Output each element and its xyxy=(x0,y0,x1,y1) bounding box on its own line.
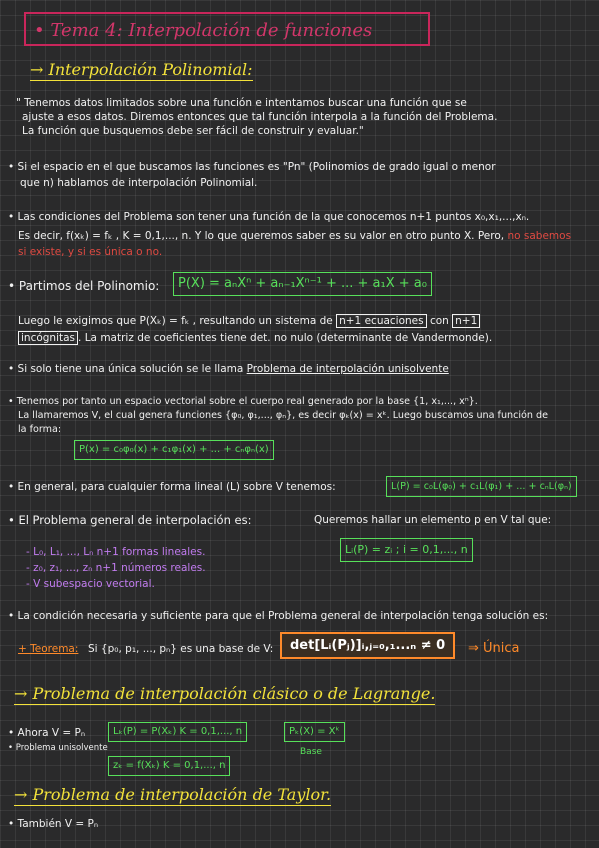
base-line-2: La llamaremos V, el cual genera funcione… xyxy=(18,410,549,421)
teorema-text: Si {p₀, p₁, ..., pₙ} es una base de V: xyxy=(88,643,274,655)
bullet-espacio-line-2: que n) hablamos de interpolación Polinom… xyxy=(20,177,258,189)
lagrange-base-box: Pₖ(X) = Xᵏ xyxy=(284,722,345,742)
section-heading-lagrange-text: → Problema de interpolación clásico o de… xyxy=(14,684,436,705)
base-line-1: • Tenemos por tanto un espacio vectorial… xyxy=(8,396,478,407)
polinomio-formula-box: P(X) = aₙXⁿ + aₙ₋₁Xⁿ⁻¹ + ... + a₁X + a₀ xyxy=(173,272,432,296)
section-heading-lagrange: → Problema de interpolación clásico o de… xyxy=(14,684,436,705)
luego-con: con xyxy=(429,315,449,327)
incognitas-box: incógnitas xyxy=(18,331,79,345)
luego-text-b: . La matriz de coeficientes tiene det. n… xyxy=(78,332,493,344)
lagrange-values-box: zₖ = f(Xₖ) K = 0,1,..., n xyxy=(108,756,231,776)
bullet-condiciones-line-1: • Las condiciones del Problema son tener… xyxy=(8,211,530,223)
purple-list-item-1: - L₀, L₁, ..., Lₙ n+1 formas lineales. xyxy=(26,546,206,558)
page-title: • Tema 4: Interpolación de funciones xyxy=(24,12,430,46)
red-note-b: si existe, y si es única o no. xyxy=(18,246,163,258)
condicion-text: • La condición necesaria y suficiente pa… xyxy=(8,610,549,622)
section-heading-interpolacion-polinomial: → Interpolación Polinomial: xyxy=(30,60,253,81)
base-line-3: la forma: xyxy=(18,424,62,435)
quote-line-2: ajuste a esos datos. Diremos entonces qu… xyxy=(22,111,498,123)
unisolvente-term: Problema de interpolación unisolvente xyxy=(246,363,449,375)
ecuaciones-box: n+1 ecuaciones xyxy=(336,314,427,328)
ahora-text: • Ahora V = Pₙ xyxy=(8,727,86,739)
general-text: • En general, para cualquier forma linea… xyxy=(8,481,336,493)
partimos-label: • Partimos del Polinomio: xyxy=(8,279,160,293)
lagrange-condition-box: Lₖ(P) = P(Xₖ) K = 0,1,..., n xyxy=(108,722,248,742)
luego-text-a: Luego le exigimos que P(Xₖ) = fₖ , resul… xyxy=(18,315,333,327)
bullet-condiciones-text: Es decir, f(xₖ) = fₖ , K = 0,1,..., n. Y… xyxy=(18,230,505,242)
quote-line-1: " Tenemos datos limitados sobre una func… xyxy=(16,97,467,109)
unisolvente-line: • Si solo tiene una única solución se le… xyxy=(8,363,449,376)
general-formula-box: L(P) = c₀L(φ₀) + c₁L(φ₁) + ... + cₙL(φₙ) xyxy=(386,476,577,497)
teorema-determinant-box: det[Lᵢ(Pⱼ)]ᵢ,ⱼ₌₀,₁...ₙ ≠ 0 xyxy=(280,632,456,659)
problema-general-heading: • El Problema general de interpolación e… xyxy=(8,513,252,527)
purple-list-item-2: - z₀, z₁, ..., zₙ n+1 números reales. xyxy=(26,562,206,574)
forma-formula-box: P(x) = c₀φ₀(x) + c₁φ₁(x) + ... + cₙφₙ(x) xyxy=(74,440,274,460)
queremos-text: Queremos hallar un elemento p en V tal q… xyxy=(314,514,552,526)
base-label: Base xyxy=(300,747,322,757)
li-formula-box: Lᵢ(P) = zᵢ ; i = 0,1,..., n xyxy=(340,538,473,562)
unisolvente-text: • Si solo tiene una única solución se le… xyxy=(8,363,244,375)
section-heading-text: → Interpolación Polinomial: xyxy=(30,60,253,81)
bullet-espacio-line-1: • Si el espacio en el que buscamos las f… xyxy=(8,161,496,173)
n1-box: n+1 xyxy=(452,314,481,328)
purple-list-item-3: - V subespacio vectorial. xyxy=(26,578,155,590)
bullet-condiciones-line-2: Es decir, f(xₖ) = fₖ , K = 0,1,..., n. Y… xyxy=(18,230,571,243)
luego-line-2: incógnitas. La matriz de coeficientes ti… xyxy=(18,331,493,345)
quote-line-3: La función que busquemos debe ser fácil … xyxy=(22,125,364,137)
red-note-a: no sabemos xyxy=(507,230,572,242)
problema-unisolvente-label: • Problema unisolvente xyxy=(8,743,108,753)
section-heading-taylor-text: → Problema de interpolación de Taylor. xyxy=(14,785,332,806)
luego-line-1: Luego le exigimos que P(Xₖ) = fₖ , resul… xyxy=(18,314,481,328)
tambien-text: • También V = Pₙ xyxy=(8,818,99,830)
teorema-label: + Teorema: xyxy=(18,643,79,655)
section-heading-taylor: → Problema de interpolación de Taylor. xyxy=(14,785,332,806)
unica-result: ⇒ Única xyxy=(468,641,520,656)
